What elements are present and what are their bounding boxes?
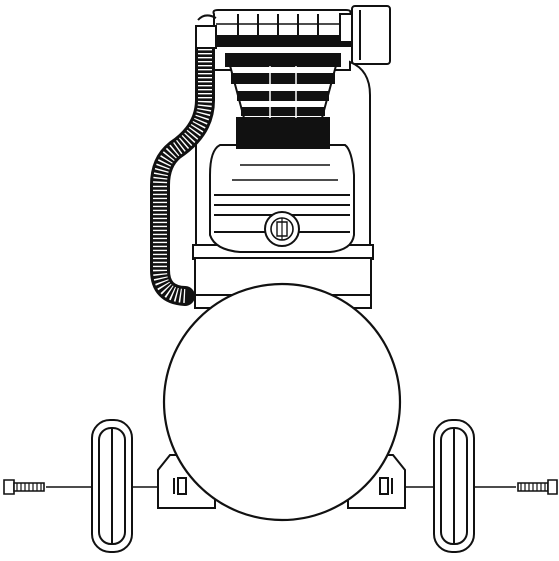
crankcase xyxy=(210,145,354,252)
right-base-bolt xyxy=(380,478,392,494)
pressure-gauge xyxy=(340,6,390,64)
right-wheel xyxy=(434,420,474,552)
cylinder-head xyxy=(214,10,351,46)
air-tank xyxy=(164,284,400,520)
left-wheel xyxy=(92,420,132,552)
left-axle-bolt xyxy=(4,480,44,494)
right-axle-bolt xyxy=(518,480,557,494)
discharge-tube xyxy=(160,15,216,296)
oil-sight-glass xyxy=(265,212,299,246)
cooling-fins xyxy=(226,54,340,148)
left-base-bolt xyxy=(174,478,186,494)
